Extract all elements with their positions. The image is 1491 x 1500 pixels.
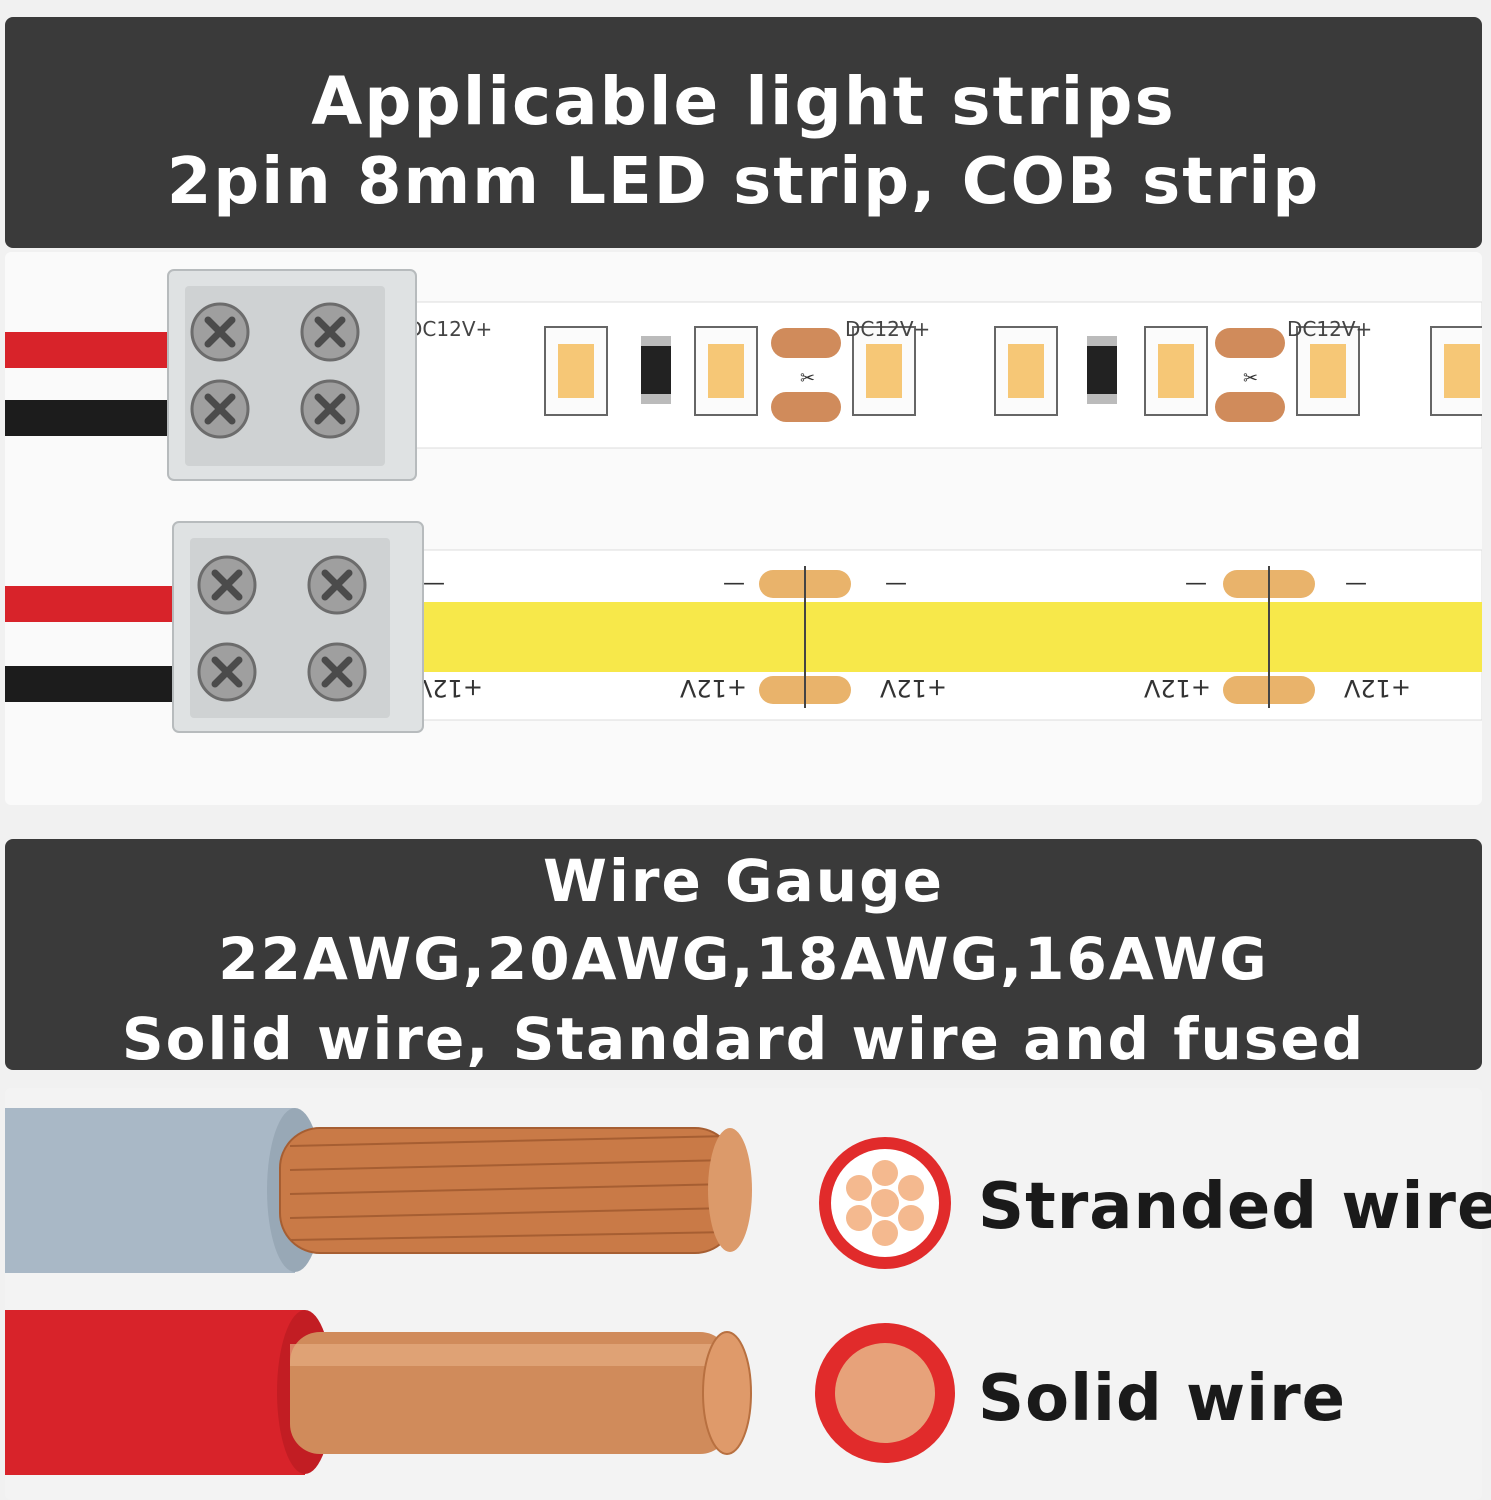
scissors-icon: ✂: [1243, 368, 1258, 389]
solder-pads: ✂: [771, 328, 841, 422]
red-wire: [5, 332, 180, 368]
wire-type-note: Solid wire, Standard wire and fused: [121, 1005, 1366, 1073]
led-chip: [994, 326, 1058, 416]
led-chip: [1430, 326, 1482, 416]
stranded-wire-icon: [819, 1137, 951, 1269]
wire-gauge-banner: Wire Gauge 22AWG,20AWG,18AWG,16AWG Solid…: [5, 839, 1482, 1073]
screw-terminal-connector: [167, 269, 417, 481]
strip-illustration: ✂ ✂: [5, 269, 1482, 733]
wire-gauge-title: Wire Gauge: [543, 847, 944, 915]
wire-types-panel: Stranded wire Solid wire: [5, 1088, 1491, 1500]
led-chip: [544, 326, 608, 416]
wire-gauge-values: 22AWG,20AWG,18AWG,16AWG: [218, 925, 1269, 993]
led-chip: [1144, 326, 1208, 416]
resistor-icon: [1087, 336, 1117, 404]
solder-pads: ✂: [1215, 328, 1285, 422]
black-wire: [5, 666, 185, 702]
solid-wire-illustration: [5, 1310, 752, 1475]
plus12v-label: +12V: [1143, 674, 1211, 702]
solder-pads: [1223, 566, 1315, 708]
dc12v-label: DC12V+: [845, 317, 930, 341]
plus12v-label: +12V: [415, 674, 483, 702]
plus12v-label: +12V: [679, 674, 747, 702]
cob-strip: — — — — — +12V +12V +12V +12V +12V: [404, 549, 1482, 721]
top-banner-subtitle: 2pin 8mm LED strip, COB strip: [166, 145, 1321, 219]
minus-label: —: [885, 571, 907, 596]
led-chip: [1296, 326, 1360, 416]
strip-illustration-panel: ✂ ✂: [5, 252, 1482, 805]
stranded-wire-illustration: [5, 1108, 752, 1273]
scissors-icon: ✂: [800, 368, 815, 389]
dc12v-label: DC12V+: [407, 317, 492, 341]
wire-illustration: [5, 1108, 955, 1475]
stranded-wire-label: Stranded wire: [978, 1170, 1491, 1244]
led-chip: [694, 326, 758, 416]
plus12v-label: +12V: [879, 674, 947, 702]
dc12v-label: DC12V+: [1287, 317, 1372, 341]
screw-terminal-connector: [172, 521, 424, 733]
led-strip: ✂ ✂: [404, 301, 1482, 449]
minus-label: —: [723, 571, 745, 596]
solid-wire-label: Solid wire: [978, 1362, 1347, 1436]
minus-label: —: [1185, 571, 1207, 596]
resistor-icon: [641, 336, 671, 404]
minus-label: —: [1345, 571, 1367, 596]
solder-pads: [759, 566, 851, 708]
red-wire: [5, 586, 185, 622]
top-banner: Applicable light strips 2pin 8mm LED str…: [5, 17, 1482, 248]
minus-label: —: [423, 571, 445, 596]
top-banner-title: Applicable light strips: [311, 63, 1176, 140]
solid-wire-icon: [815, 1323, 955, 1463]
led-chip: [852, 326, 916, 416]
plus12v-label: +12V: [1343, 674, 1411, 702]
black-wire: [5, 400, 180, 436]
